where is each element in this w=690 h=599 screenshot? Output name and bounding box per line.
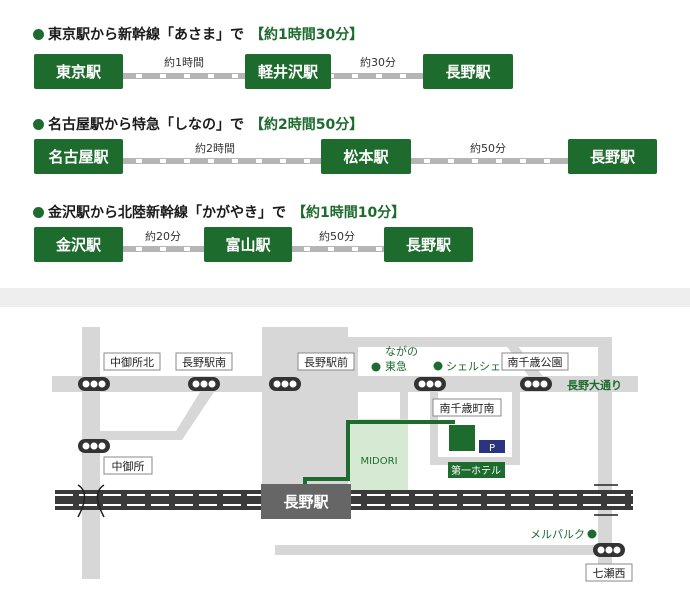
landmark-label: 東急 bbox=[385, 359, 407, 373]
route-nagoya: 名古屋駅から特急「しなの」で【約2時間50分】 名古屋駅 松本駅 長野駅 約2時… bbox=[0, 114, 690, 194]
station-label: 東京駅 bbox=[55, 63, 101, 81]
segment-time: 約50分 bbox=[470, 142, 506, 155]
road-diagonal-left bbox=[100, 392, 214, 440]
midori-building bbox=[350, 419, 408, 493]
intersection-label: 南千歳公園 bbox=[508, 356, 563, 369]
station-label: 松本駅 bbox=[343, 148, 389, 166]
station-box: 長野駅 bbox=[423, 54, 513, 89]
route-duration: 【約1時間30分】 bbox=[250, 27, 364, 43]
intersection-labels: 中御所北 長野駅南 長野駅前 南千歳公園 南千歳町南 中御所 七瀬西 bbox=[103, 352, 633, 582]
intersection-label: 長野駅南 bbox=[182, 356, 226, 369]
road-side-a bbox=[430, 392, 438, 462]
parking-icon bbox=[479, 440, 505, 453]
section-divider bbox=[0, 288, 690, 307]
traffic-light-icon bbox=[78, 377, 110, 391]
station-box: 軽井沢駅 bbox=[245, 54, 331, 89]
route-title: 東京駅から新幹線「あさま」で【約1時間30分】 bbox=[33, 24, 363, 44]
traffic-light-icon bbox=[188, 377, 220, 391]
intersection-label: 長野駅前 bbox=[304, 355, 348, 369]
landmarks: ながの 東急 シェルシェ メルパルク bbox=[371, 344, 597, 541]
road-vertical-right bbox=[598, 337, 612, 577]
station-label: 富山駅 bbox=[225, 236, 271, 254]
nagano-station-box bbox=[261, 484, 351, 519]
bullet-icon bbox=[33, 119, 44, 130]
traffic-light-icon bbox=[78, 439, 110, 453]
landmark-marker-icon bbox=[371, 362, 381, 372]
segment-time: 約30分 bbox=[360, 56, 396, 69]
route-title-text: 東京駅から新幹線「あさま」で bbox=[48, 27, 244, 43]
route-title-text: 金沢駅から北陸新幹線「かがやき」で bbox=[48, 205, 286, 221]
segment-time: 約1時間 bbox=[164, 56, 204, 69]
parking-label: P bbox=[489, 443, 495, 454]
landmark-label: メルパルク bbox=[530, 528, 585, 541]
route-kanazawa: 金沢駅から北陸新幹線「かがやき」で【約1時間10分】 金沢駅 富山駅 長野駅 約… bbox=[0, 202, 690, 282]
intersection-label: 南千歳町南 bbox=[440, 402, 495, 415]
station-label: 長野駅 bbox=[589, 148, 635, 166]
route-title-text: 名古屋駅から特急「しなの」で bbox=[48, 117, 244, 133]
station-box: 長野駅 bbox=[384, 227, 473, 262]
intersection-label: 中御所北 bbox=[110, 355, 154, 369]
station-label: 名古屋駅 bbox=[48, 148, 109, 166]
intersection-label: 七瀬西 bbox=[593, 566, 626, 580]
station-box: 富山駅 bbox=[204, 227, 292, 262]
nagano-station-label: 長野駅 bbox=[283, 493, 329, 511]
road-side-b bbox=[400, 392, 408, 422]
route-title: 名古屋駅から特急「しなの」で【約2時間50分】 bbox=[33, 114, 363, 134]
route-title: 金沢駅から北陸新幹線「かがやき」で【約1時間10分】 bbox=[33, 202, 405, 222]
intersection-label: 中御所 bbox=[112, 459, 145, 473]
road-side-d bbox=[512, 392, 520, 465]
midori-label: MIDORI bbox=[360, 456, 397, 467]
traffic-lights bbox=[78, 377, 625, 557]
station-label: 軽井沢駅 bbox=[257, 63, 318, 81]
traffic-light-icon bbox=[269, 377, 301, 391]
bullet-icon bbox=[33, 207, 44, 218]
station-box: 長野駅 bbox=[568, 139, 657, 174]
segment-time: 約50分 bbox=[319, 230, 355, 243]
road-side-c bbox=[430, 457, 520, 465]
traffic-light-icon bbox=[520, 377, 552, 391]
traffic-light-icon bbox=[593, 543, 625, 557]
station-label: 長野駅 bbox=[445, 63, 491, 81]
road-bottom bbox=[275, 545, 612, 555]
route-duration: 【約1時間10分】 bbox=[292, 205, 406, 221]
access-map: MIDORI 長野駅 P 第一ホテル 長野大通り 中御所北 長野駅南 bbox=[52, 327, 638, 582]
station-box: 東京駅 bbox=[34, 54, 123, 89]
crossing-right bbox=[594, 484, 618, 516]
street-label: 長野大通り bbox=[567, 378, 622, 392]
landmark-marker-icon bbox=[587, 529, 597, 539]
station-label: 金沢駅 bbox=[55, 236, 101, 254]
hotel-building-icon bbox=[449, 425, 475, 451]
route-duration: 【約2時間50分】 bbox=[250, 117, 364, 133]
bullet-icon bbox=[33, 29, 44, 40]
station-label: 長野駅 bbox=[405, 236, 451, 254]
landmark-marker-icon bbox=[433, 361, 443, 371]
traffic-light-icon bbox=[414, 377, 446, 391]
hotel-label-box bbox=[448, 462, 505, 478]
road-upper-right bbox=[358, 337, 606, 347]
segment-time: 約20分 bbox=[145, 230, 181, 243]
landmark-label: ながの bbox=[385, 344, 418, 358]
station-box: 金沢駅 bbox=[34, 227, 123, 262]
crossing-left bbox=[77, 484, 105, 518]
road-vertical-mid bbox=[348, 337, 358, 447]
station-box: 松本駅 bbox=[321, 139, 411, 174]
segment-time: 約2時間 bbox=[195, 142, 235, 155]
station-box: 名古屋駅 bbox=[34, 139, 123, 174]
landmark-label: シェルシェ bbox=[446, 360, 501, 373]
route-tokyo: 東京駅から新幹線「あさま」で【約1時間30分】 東京駅 軽井沢駅 長野駅 約1時… bbox=[0, 24, 690, 104]
walking-route bbox=[303, 420, 455, 487]
road-vertical-ekimae bbox=[262, 327, 348, 489]
hotel-label: 第一ホテル bbox=[451, 464, 501, 477]
